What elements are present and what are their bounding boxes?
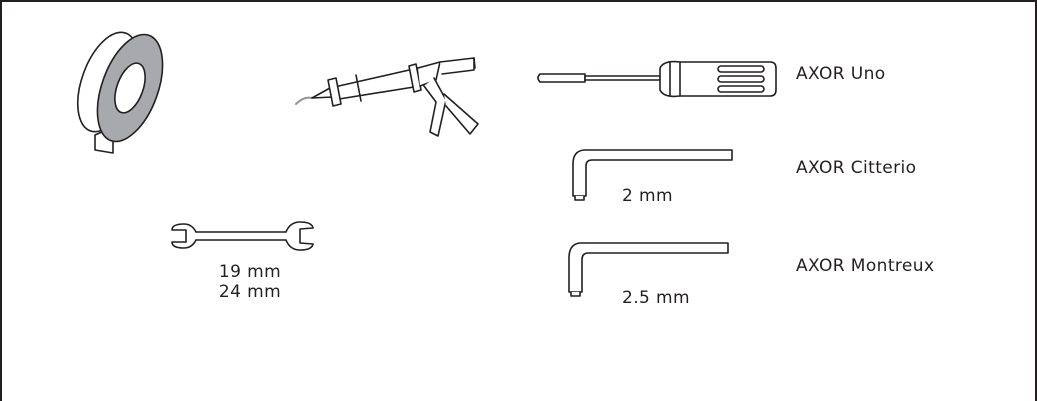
hex-key-large-size: 2.5 mm bbox=[622, 288, 690, 308]
caulking-gun-icon bbox=[295, 57, 479, 137]
product-label-montreux: AXOR Montreux bbox=[796, 256, 935, 276]
wrench-size-19mm: 19 mm bbox=[218, 262, 282, 282]
product-label-uno: AXOR Uno bbox=[796, 64, 886, 84]
wrench-size-24mm: 24 mm bbox=[218, 282, 282, 302]
hex-key-small-size: 2 mm bbox=[622, 186, 673, 206]
open-end-wrench-icon bbox=[171, 221, 314, 251]
screwdriver-icon bbox=[537, 60, 777, 98]
hex-key-large-icon bbox=[568, 242, 729, 297]
hex-key-small-icon bbox=[572, 149, 733, 201]
ptfe-tape-roll-icon bbox=[76, 31, 164, 154]
product-label-citterio: AXOR Citterio bbox=[796, 158, 917, 178]
